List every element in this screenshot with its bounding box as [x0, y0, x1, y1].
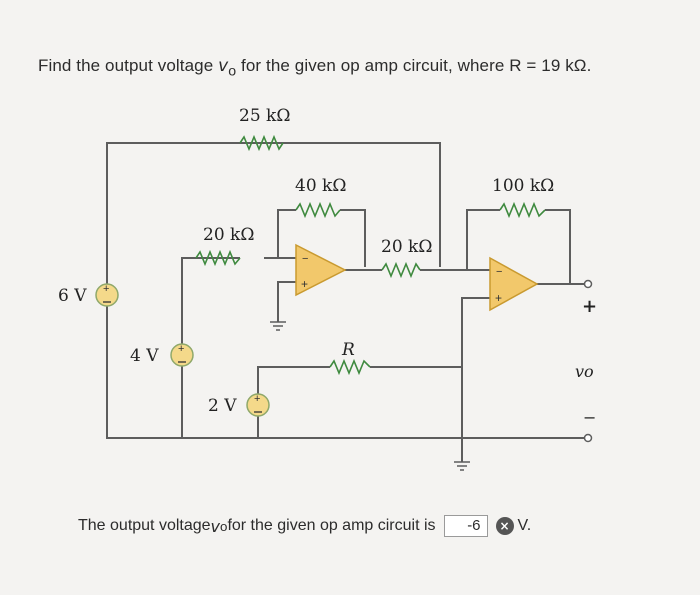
opamp2-plus: + [495, 291, 502, 305]
source-6v: + [95, 283, 119, 307]
ground-symbols [270, 321, 470, 471]
answer-prefix: The output voltage [78, 517, 211, 534]
resistor-zigzags [195, 134, 546, 376]
opamp1-minus: − [302, 253, 308, 265]
resistor-100k [499, 201, 546, 219]
label-out-plus: + [582, 296, 597, 317]
svg-text:+: + [178, 343, 184, 355]
label-r: R [341, 340, 355, 360]
output-terminal-bottom [583, 433, 593, 443]
wires [106, 142, 585, 462]
resistor-20k-input [195, 249, 241, 267]
resistor-25k [239, 134, 284, 152]
answer-suffix: for the given op amp circuit is [227, 517, 436, 534]
opamp-2: − + [489, 256, 539, 312]
label-4v: 4 V [130, 346, 159, 366]
svg-text:+: + [103, 283, 109, 295]
label-40k: 40 kΩ [295, 176, 346, 196]
answer-unit: V. [517, 517, 532, 534]
resistor-40k [295, 201, 341, 219]
answer-input[interactable]: -6 [443, 515, 488, 537]
svg-text:+: + [254, 393, 260, 405]
question-text: Find the output voltage vo for the given… [38, 56, 591, 79]
label-20k-mid: 20 kΩ [381, 237, 432, 257]
resistor-20k-mid [381, 261, 421, 279]
label-6v: 6 V [58, 286, 87, 306]
incorrect-icon: × [495, 517, 514, 535]
answer-subscript: o [220, 518, 228, 534]
opamp1-plus: + [301, 277, 308, 291]
question-symbol: v [218, 56, 229, 76]
opamp-1: − + [295, 243, 347, 297]
question-prefix: Find the output voltage [38, 56, 219, 75]
answer-symbol: v [210, 516, 221, 536]
label-25k: 25 kΩ [239, 106, 290, 126]
source-2v: + [246, 393, 270, 417]
source-4v: + [170, 343, 194, 367]
label-vo: vo [575, 362, 594, 381]
opamp2-minus: − [496, 266, 502, 278]
label-100k: 100 kΩ [492, 176, 554, 196]
question-subscript: o [228, 63, 237, 80]
question-suffix: for the given op amp circuit, where R = … [236, 56, 592, 75]
label-20k-input: 20 kΩ [203, 225, 254, 245]
output-terminal-top [583, 279, 593, 289]
label-out-minus: − [583, 408, 596, 427]
label-2v: 2 V [208, 396, 237, 416]
resistor-r [329, 358, 371, 376]
